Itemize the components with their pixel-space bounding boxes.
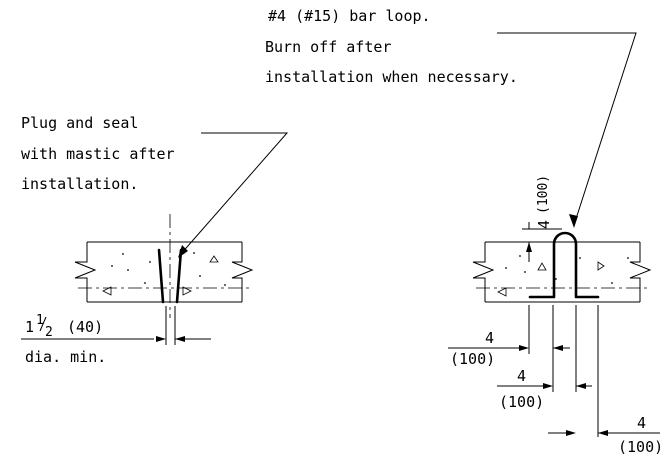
spacing-2-value: 4 bbox=[517, 367, 526, 385]
spacing-1-metric: (100) bbox=[450, 350, 495, 368]
hole-dim-metric: (40) bbox=[67, 318, 103, 336]
hole-dim-fraction-bar bbox=[39, 316, 47, 332]
loop-height-value: 4 bbox=[535, 220, 553, 229]
bar-loop-note-line-1: #4 (#15) bar loop. bbox=[268, 7, 431, 25]
hole-dim-numerator: 1 bbox=[36, 313, 44, 328]
hole-dim-whole: 1 bbox=[25, 318, 34, 336]
bar-loop-leader-arrow bbox=[569, 214, 578, 228]
spacing-2-metric: (100) bbox=[499, 393, 544, 411]
left-slab-section bbox=[74, 214, 254, 318]
spacing-3-value: 4 bbox=[637, 414, 646, 432]
hole-dim-denominator: 2 bbox=[45, 325, 53, 340]
bar-loop bbox=[528, 231, 600, 299]
plug-note-line-2: with mastic after bbox=[21, 145, 175, 163]
spacing-1-value: 4 bbox=[485, 329, 494, 347]
bar-loop-leader bbox=[497, 32, 637, 226]
hole-dimension bbox=[21, 306, 211, 345]
loop-height-dimension bbox=[522, 222, 562, 262]
loop-height-metric: (100) bbox=[536, 175, 551, 214]
right-slab-section bbox=[472, 241, 652, 303]
spacing-3-metric: (100) bbox=[618, 438, 663, 456]
bar-loop-note-line-2: Burn off after bbox=[265, 38, 391, 56]
hole-dim-note: dia. min. bbox=[25, 348, 106, 366]
plug-leader bbox=[179, 132, 289, 256]
plug-note-line-3: installation. bbox=[21, 175, 138, 193]
plug-note-line-1: Plug and seal bbox=[21, 114, 138, 132]
bar-loop-note-line-3: installation when necessary. bbox=[265, 68, 518, 86]
bar-spacing-dimensions bbox=[448, 305, 660, 437]
